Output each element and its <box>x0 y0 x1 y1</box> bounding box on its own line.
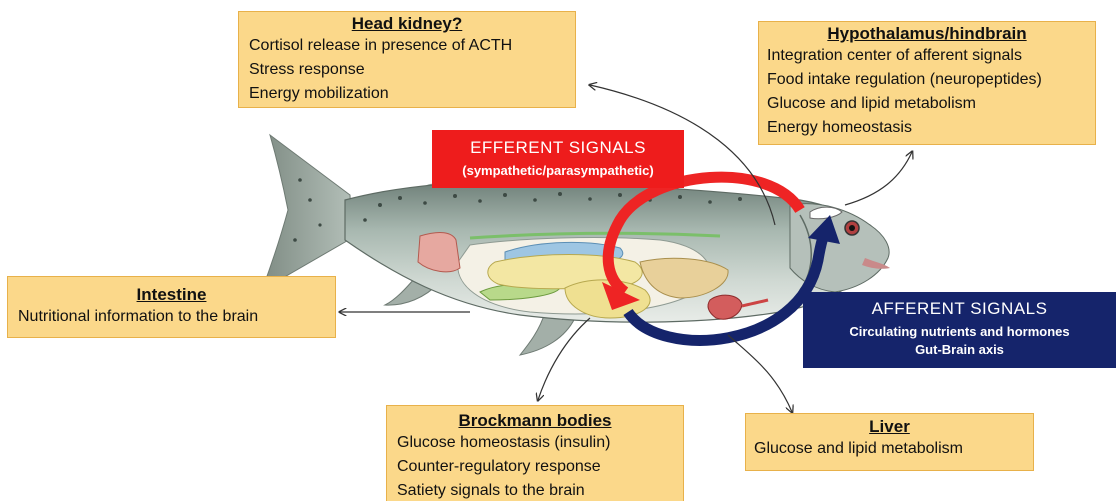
hypothalamus-line: Energy homeostasis <box>767 116 1095 140</box>
kidney-patch <box>418 233 460 272</box>
fish-head <box>790 204 889 292</box>
brockmann-line: Glucose homeostasis (insulin) <box>397 431 683 455</box>
intestine-title: Intestine <box>18 285 335 305</box>
arrow-to-liver <box>728 335 792 412</box>
hypothalamus-line: Food intake regulation (neuropeptides) <box>767 68 1095 92</box>
hypothalamus-line: Glucose and lipid metabolism <box>767 92 1095 116</box>
arrow-to-hypothalamus <box>845 152 912 205</box>
brockmann-title: Brockmann bodies <box>397 411 683 431</box>
hypothalamus-box: Hypothalamus/hindbrain Integration cente… <box>758 21 1096 145</box>
efferent-title: EFFERENT SIGNALS <box>432 138 684 158</box>
head-kidney-line: Energy mobilization <box>249 82 575 106</box>
afferent-line: Circulating nutrients and hormones <box>803 323 1116 341</box>
intestine-line: Nutritional information to the brain <box>18 305 335 329</box>
brockmann-box: Brockmann bodies Glucose homeostasis (in… <box>386 405 684 501</box>
afferent-signals-label: AFFERENT SIGNALS Circulating nutrients a… <box>803 292 1116 368</box>
liver-title: Liver <box>754 417 1033 437</box>
hypothalamus-title: Hypothalamus/hindbrain <box>767 24 1095 44</box>
tail-fin <box>262 135 352 290</box>
head-kidney-line: Cortisol release in presence of ACTH <box>249 34 575 58</box>
brockmann-line: Counter-regulatory response <box>397 455 683 479</box>
hypothalamus-line: Integration center of afferent signals <box>767 44 1095 68</box>
head-kidney-line: Stress response <box>249 58 575 82</box>
efferent-signals-label: EFFERENT SIGNALS (sympathetic/parasympat… <box>432 130 684 188</box>
efferent-subtitle: (sympathetic/parasympathetic) <box>432 162 684 180</box>
brockmann-line: Satiety signals to the brain <box>397 479 683 503</box>
head-kidney-title: Head kidney? <box>249 14 575 34</box>
head-kidney-box: Head kidney? Cortisol release in presenc… <box>238 11 576 108</box>
liver-box: Liver Glucose and lipid metabolism <box>745 413 1034 471</box>
liver-line: Glucose and lipid metabolism <box>754 437 1033 461</box>
afferent-line: Gut-Brain axis <box>803 341 1116 359</box>
afferent-title: AFFERENT SIGNALS <box>803 297 1116 321</box>
intestine-box: Intestine Nutritional information to the… <box>7 276 336 338</box>
